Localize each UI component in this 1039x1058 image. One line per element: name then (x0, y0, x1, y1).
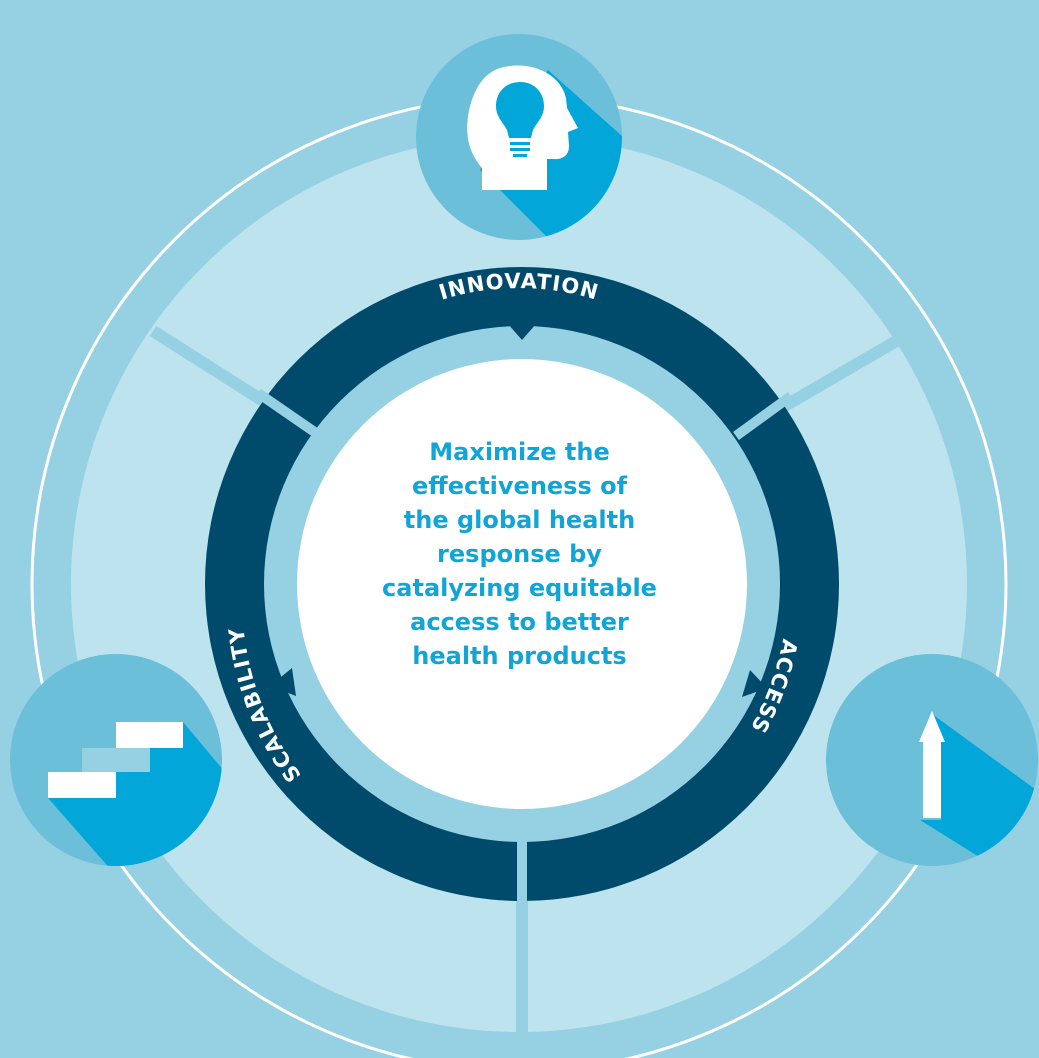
notch-access (742, 670, 767, 697)
mission-line: Maximize the (429, 438, 610, 466)
mission-line: health products (412, 642, 627, 670)
ring-divider-right (733, 391, 794, 441)
mission-line: the global health (403, 506, 636, 534)
mission-line: catalyzing equitable (382, 574, 657, 602)
mission-line: response by (437, 540, 602, 568)
ring-divider-left (255, 388, 319, 438)
notch-innovation (508, 324, 536, 340)
mission-statement: Maximize the effectiveness of the global… (327, 435, 712, 673)
mission-line: access to better (410, 608, 629, 636)
notch-scalability (270, 668, 296, 696)
center-disc (297, 359, 747, 809)
mission-line: effectiveness of (411, 472, 628, 500)
